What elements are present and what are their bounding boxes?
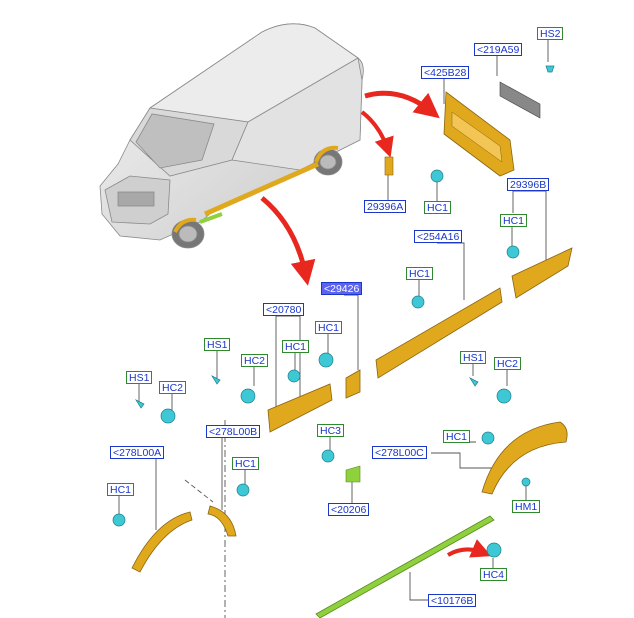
molding-29426: [345, 369, 361, 399]
callout-29426-selected[interactable]: <29426: [321, 282, 363, 295]
red-arrow-2: [360, 110, 394, 158]
callout-219a59[interactable]: <219A59: [474, 43, 523, 56]
callout-hs1-a[interactable]: HS1: [204, 338, 231, 351]
molding-29396b: [511, 247, 573, 299]
arch-278l00c: [481, 421, 568, 495]
screws: [135, 65, 555, 409]
callout-278l00b[interactable]: <278L00B: [206, 425, 261, 438]
molding-20780: [267, 383, 333, 433]
callout-hc2-b[interactable]: HC2: [159, 381, 187, 394]
leader-lines: [118, 40, 549, 618]
callout-hm1[interactable]: HM1: [512, 500, 541, 513]
red-arrow-3: [260, 196, 316, 286]
callout-hs2[interactable]: HS2: [537, 27, 564, 40]
callout-29396a[interactable]: 29396A: [364, 200, 407, 213]
callout-hc1-d[interactable]: HC1: [315, 321, 343, 334]
callout-hc1-h[interactable]: HC1: [107, 483, 135, 496]
small-tag-29396a: [384, 156, 394, 176]
bracket-219a59: [499, 81, 541, 119]
door-panel-part: [443, 91, 515, 177]
molding-254a16: [375, 287, 503, 379]
callout-278l00a[interactable]: <278L00A: [110, 446, 165, 459]
callout-20780[interactable]: <20780: [263, 303, 305, 316]
callout-hc2-a[interactable]: HC2: [241, 354, 269, 367]
callout-hc1-door[interactable]: HC1: [424, 201, 452, 214]
red-arrow-4: [446, 539, 492, 558]
callout-hs1-r[interactable]: HS1: [460, 351, 487, 364]
arch-278l00a: [131, 511, 193, 573]
callout-254a16[interactable]: <254A16: [414, 230, 463, 243]
callout-hc2-r[interactable]: HC2: [494, 357, 522, 370]
callout-hc3[interactable]: HC3: [317, 424, 345, 437]
callout-hc1-f[interactable]: HC1: [232, 457, 260, 470]
callout-hs1-b[interactable]: HS1: [126, 371, 153, 384]
bracket-20206: [345, 465, 361, 483]
callout-hc4[interactable]: HC4: [480, 568, 508, 581]
callout-278l00c[interactable]: <278L00C: [372, 446, 427, 459]
callout-10176b[interactable]: <10176B: [428, 594, 477, 607]
callout-hc1-b[interactable]: HC1: [500, 214, 528, 227]
callout-hc1-e[interactable]: HC1: [282, 340, 310, 353]
callout-29396b[interactable]: 29396B: [507, 178, 550, 191]
callout-20206[interactable]: <20206: [328, 503, 370, 516]
van-illustration: [99, 23, 364, 249]
sill-10176b: [315, 515, 495, 618]
callout-hc1-g[interactable]: HC1: [443, 430, 471, 443]
callout-hc1-c[interactable]: HC1: [406, 267, 434, 280]
clips: [112, 169, 531, 558]
red-arrow-1: [364, 90, 440, 119]
callout-425b28[interactable]: <425B28: [421, 66, 470, 79]
arch-278l00b: [207, 505, 237, 537]
